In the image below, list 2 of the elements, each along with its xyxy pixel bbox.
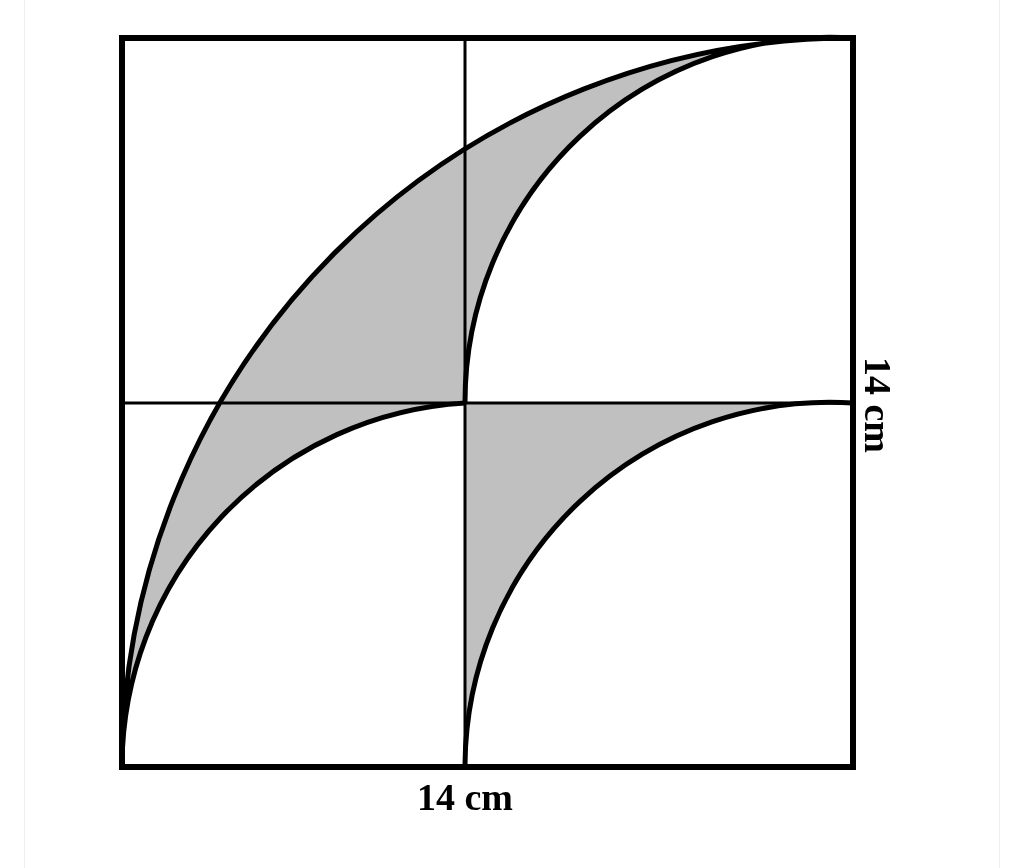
dimension-label: 14 cm xyxy=(859,357,897,453)
dimension-label: 14 cm xyxy=(417,778,513,816)
